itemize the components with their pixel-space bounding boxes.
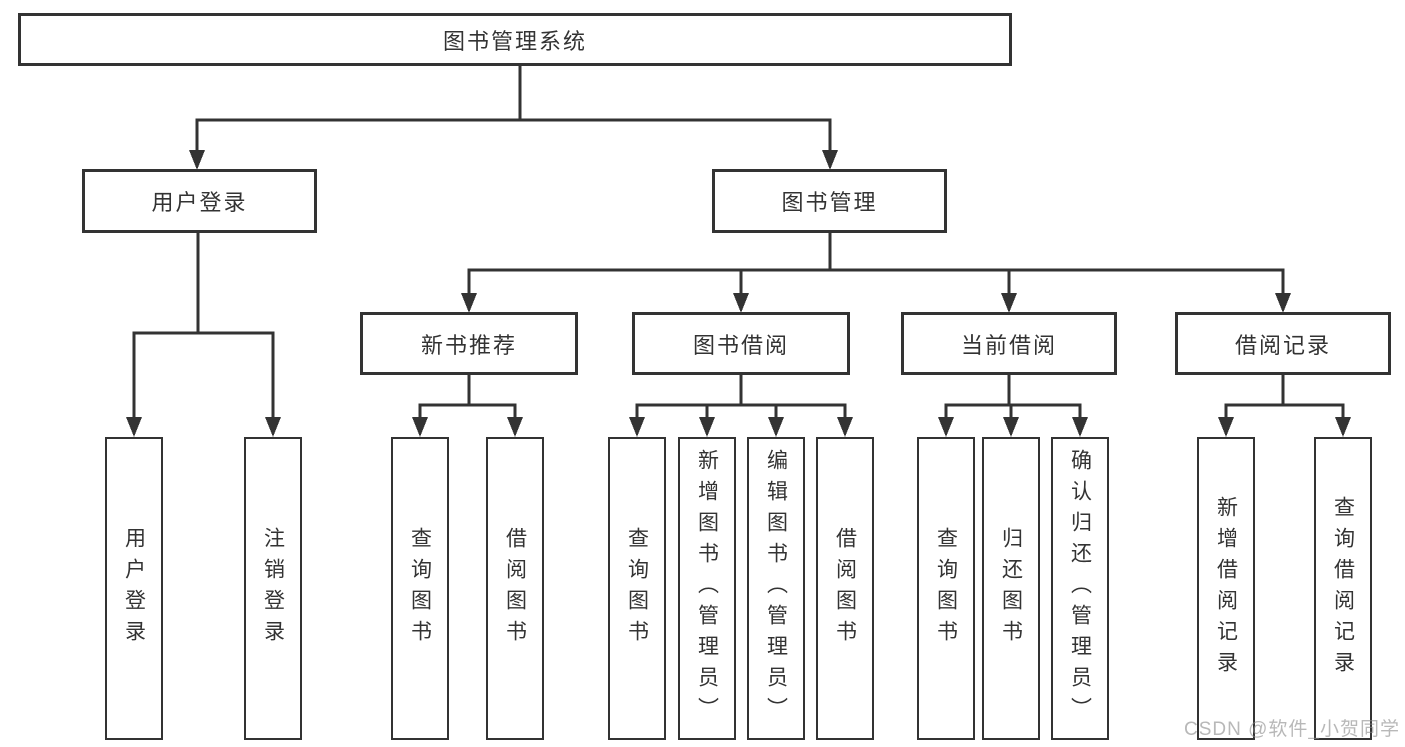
leaf-query-borrow-record-label: 查询借阅记录 <box>1331 495 1355 682</box>
leaf-query-books-recommend-label: 查询图书 <box>408 526 432 651</box>
arrow-down-icon <box>629 417 645 437</box>
watermark: CSDN @软件_小贺同学 <box>1184 719 1400 740</box>
arrow-down-icon <box>837 417 853 437</box>
leaf-confirm-return-admin: 确认归还（管理员） <box>1051 437 1109 740</box>
leaf-user-login: 用户登录 <box>105 437 163 740</box>
node-book-management: 图书管理 <box>712 169 947 233</box>
arrow-down-icons <box>126 150 1351 437</box>
arrow-down-icon <box>733 293 749 313</box>
arrow-down-icon <box>1003 417 1019 437</box>
leaf-query-books-current: 查询图书 <box>917 437 975 740</box>
arrow-down-icon <box>768 417 784 437</box>
arrow-down-icon <box>265 417 281 437</box>
leaf-borrow-books-recommend: 借阅图书 <box>486 437 544 740</box>
arrow-down-icon <box>507 417 523 437</box>
leaf-confirm-return-admin-label: 确认归还（管理员） <box>1068 449 1092 728</box>
leaf-add-book-admin-label: 新增图书（管理员） <box>695 449 719 728</box>
node-new-book-recommendation: 新书推荐 <box>360 312 578 375</box>
leaf-return-books: 归还图书 <box>982 437 1040 740</box>
leaf-logout-label: 注销登录 <box>261 526 285 651</box>
leaf-add-borrow-record: 新增借阅记录 <box>1197 437 1255 740</box>
arrow-down-icon <box>699 417 715 437</box>
arrow-down-icon <box>189 150 205 170</box>
arrow-down-icon <box>1072 417 1088 437</box>
leaf-edit-book-admin: 编辑图书（管理员） <box>747 437 805 740</box>
connector-rails <box>132 118 1345 419</box>
node-current-borrowing: 当前借阅 <box>901 312 1117 375</box>
arrow-down-icon <box>1275 293 1291 313</box>
leaf-query-books-borrowing: 查询图书 <box>608 437 666 740</box>
arrow-down-icon <box>412 417 428 437</box>
node-borrowing-records: 借阅记录 <box>1175 312 1391 375</box>
leaf-query-books-current-label: 查询图书 <box>934 526 958 651</box>
arrow-down-icon <box>822 150 838 170</box>
arrow-down-icon <box>126 417 142 437</box>
leaf-borrow-books-borrowing: 借阅图书 <box>816 437 874 740</box>
leaf-query-books-borrowing-label: 查询图书 <box>625 526 649 651</box>
leaf-user-login-label: 用户登录 <box>122 526 146 651</box>
node-user-login: 用户登录 <box>82 169 317 233</box>
leaf-borrow-books-recommend-label: 借阅图书 <box>503 526 527 651</box>
leaf-query-borrow-record: 查询借阅记录 <box>1314 437 1372 740</box>
arrow-down-icon <box>938 417 954 437</box>
leaf-edit-book-admin-label: 编辑图书（管理员） <box>764 449 788 728</box>
arrow-down-icon <box>461 293 477 313</box>
arrow-down-icon <box>1001 293 1017 313</box>
connector-stubs <box>196 66 1285 406</box>
node-book-borrowing: 图书借阅 <box>632 312 850 375</box>
leaf-logout: 注销登录 <box>244 437 302 740</box>
arrow-down-icon <box>1218 417 1234 437</box>
leaf-add-book-admin: 新增图书（管理员） <box>678 437 736 740</box>
arrow-down-icon <box>1335 417 1351 437</box>
leaf-query-books-recommend: 查询图书 <box>391 437 449 740</box>
leaf-return-books-label: 归还图书 <box>999 526 1023 651</box>
node-root: 图书管理系统 <box>18 13 1012 66</box>
leaf-borrow-books-borrowing-label: 借阅图书 <box>833 526 857 651</box>
leaf-add-borrow-record-label: 新增借阅记录 <box>1214 495 1238 682</box>
